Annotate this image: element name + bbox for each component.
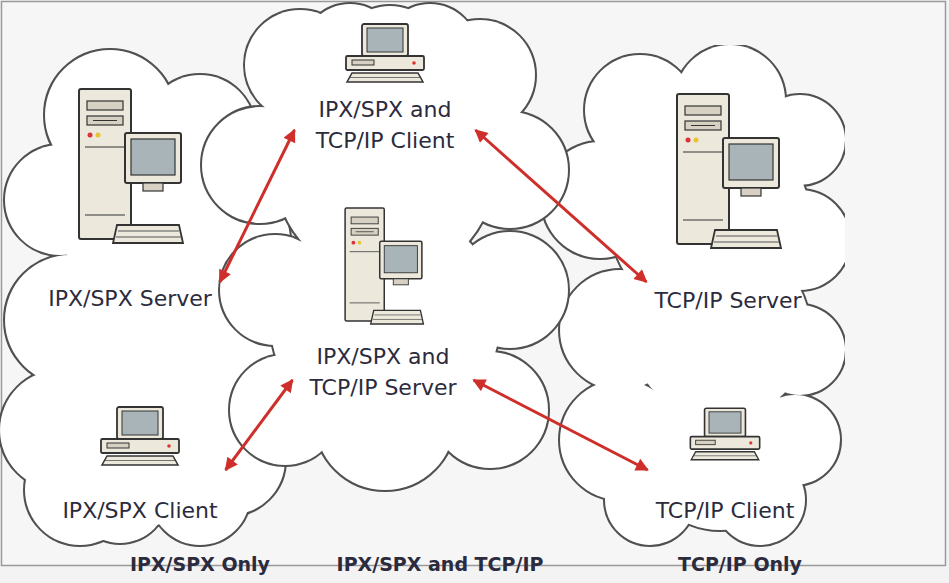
node-label: IPX/SPX and TCP/IP Server bbox=[301, 341, 466, 403]
region-label: TCP/IP Only bbox=[678, 553, 802, 576]
region-label: IPX/SPX and TCP/IP bbox=[337, 553, 544, 576]
node-label: IPX/SPX Client bbox=[62, 495, 217, 526]
region-label: IPX/SPX Only bbox=[130, 553, 270, 576]
computer-node: IPX/SPX and TCP/IP Client bbox=[299, 22, 472, 156]
node-label: TCP/IP Server bbox=[654, 285, 801, 316]
frame-border bbox=[2, 2, 946, 566]
computer-icon bbox=[331, 205, 436, 333]
computer-node: IPX/SPX and TCP/IP Server bbox=[297, 205, 470, 403]
computer-icon bbox=[95, 405, 185, 467]
computer-node: TCP/IP Server bbox=[650, 90, 805, 316]
network-cloud: IPX/SPX Only IPX/SPX ServerIPX/SPX Client bbox=[0, 40, 310, 580]
computer-icon bbox=[685, 405, 765, 463]
computer-node: IPX/SPX Client bbox=[58, 405, 221, 526]
computer-node: IPX/SPX Server bbox=[44, 85, 216, 314]
computer-icon bbox=[340, 22, 430, 84]
computer-icon bbox=[673, 90, 783, 260]
network-cloud: IPX/SPX and TCP/IP IPX/SPX and TCP/IP Cli… bbox=[195, 0, 570, 580]
network-cloud: TCP/IP Only TCP/IP ServerTCP/IP Client bbox=[535, 45, 845, 580]
node-label: IPX/SPX Server bbox=[48, 283, 212, 314]
node-label: TCP/IP Client bbox=[656, 495, 795, 526]
node-label: IPX/SPX and TCP/IP Client bbox=[303, 94, 468, 156]
computer-icon bbox=[75, 85, 185, 255]
computer-node: TCP/IP Client bbox=[652, 405, 799, 526]
